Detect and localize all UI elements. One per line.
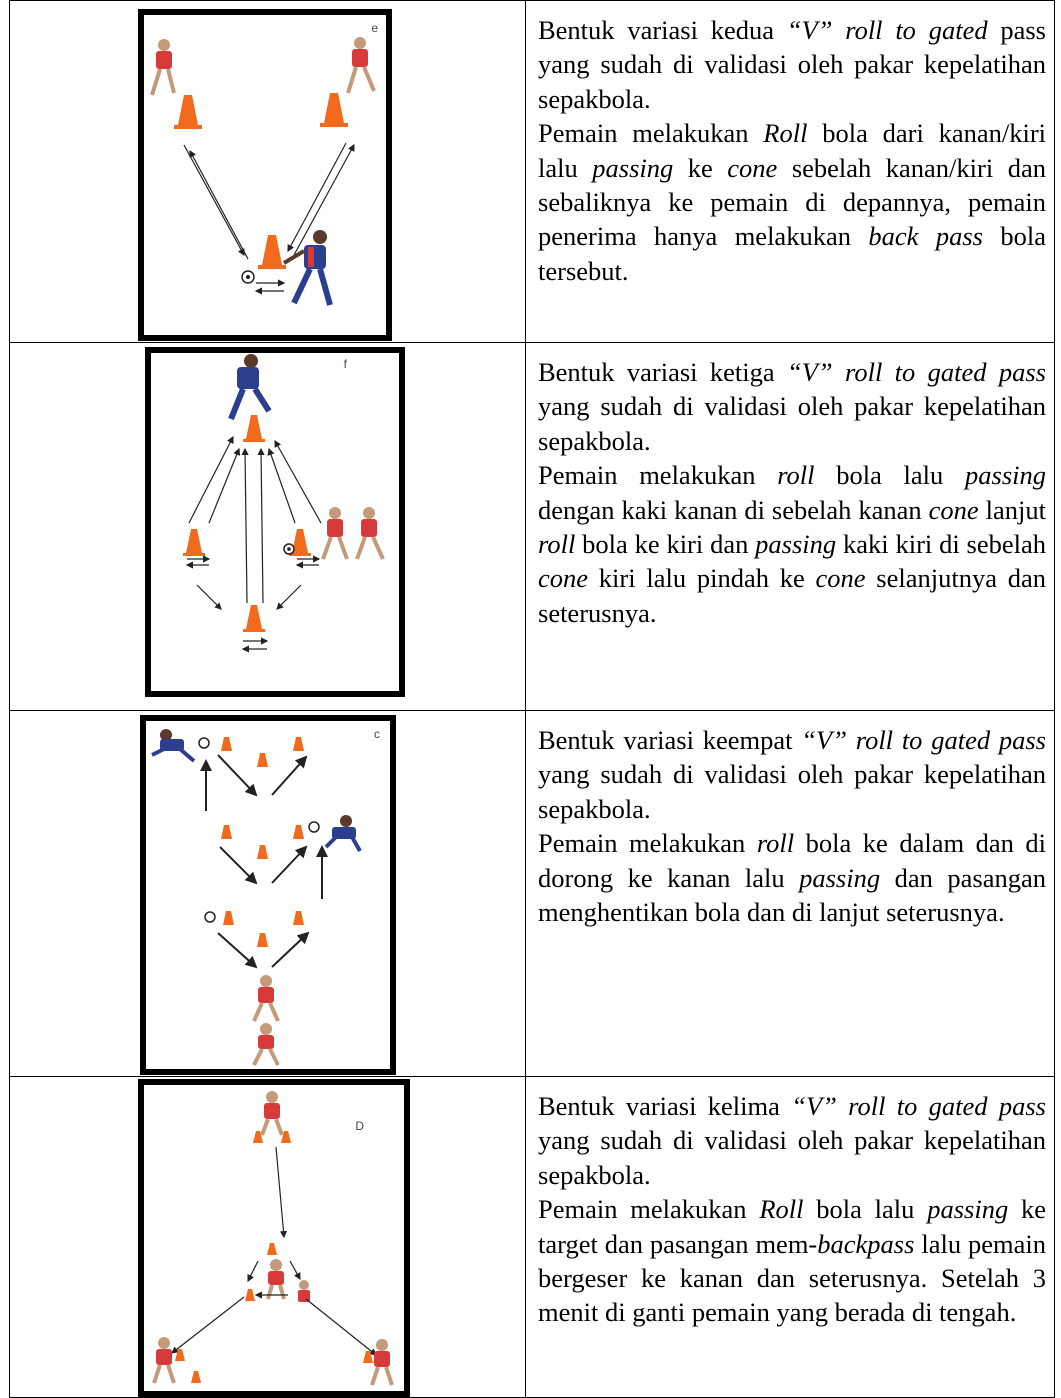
description-cell: Bentuk variasi keempat “V” roll to gated…: [525, 710, 1055, 1077]
ball-icon: [308, 821, 320, 833]
description-body: Pemain melakukan roll bola lalu passing …: [538, 460, 1046, 628]
drill-description: Bentuk variasi kelima “V” roll to gated …: [526, 1077, 1054, 1330]
diagram-drawing: [151, 729, 362, 1066]
description-title: Bentuk variasi keempat “V” roll to gated…: [538, 725, 1046, 824]
drill-diagram-d: D: [138, 1079, 410, 1397]
ball-icon: [241, 270, 255, 284]
cone-icon: [223, 911, 234, 925]
player-icon: [324, 815, 362, 852]
drill-diagram-e: e: [138, 9, 392, 341]
cone-icon: [174, 95, 202, 129]
arrow-icon: [200, 754, 328, 969]
cone-icon: [243, 415, 265, 442]
player-icon: [370, 1339, 394, 1386]
description-title: Bentuk variasi kelima “V” roll to gated …: [538, 1091, 1046, 1190]
diagram-drawing: [183, 354, 385, 653]
description-title: Bentuk variasi kedua “V” roll to gated p…: [538, 15, 1046, 114]
description-body: Pemain melakukan Roll bola dari kanan/ki…: [538, 118, 1047, 286]
figure-cell: f: [9, 342, 526, 711]
description-body: Pemain melakukan roll bola ke dalam dan …: [538, 828, 1047, 928]
ball-icon: [198, 737, 210, 749]
description-cell: Bentuk variasi ketiga “V” roll to gated …: [525, 342, 1055, 711]
figure-cell: e: [9, 0, 526, 343]
cone-icon: [293, 737, 304, 751]
player-icon: [355, 507, 385, 560]
figure-letter: c: [374, 727, 380, 741]
cone-icon: [245, 1289, 255, 1301]
arrow-icon: [171, 1146, 377, 1356]
cone-icon: [175, 1349, 185, 1361]
player-icon: [252, 975, 280, 1022]
cone-icon: [221, 737, 232, 751]
diagram-drawing: [152, 1091, 394, 1386]
cone-icon: [191, 1371, 201, 1383]
cone-icon: [258, 235, 286, 269]
cone-icon: [293, 825, 304, 839]
player-icon: [252, 1023, 280, 1066]
table-row: D: [9, 1076, 1055, 1398]
cone-icon: [289, 529, 311, 556]
player-icon: [150, 39, 176, 96]
drill-description: Bentuk variasi kedua “V” roll to gated p…: [526, 1, 1054, 288]
cone-icon: [221, 825, 232, 839]
figure-letter: f: [343, 357, 347, 371]
drill-description: Bentuk variasi keempat “V” roll to gated…: [526, 711, 1054, 929]
description-cell: Bentuk variasi kedua “V” roll to gated p…: [525, 0, 1055, 343]
player-icon: [266, 1259, 286, 1300]
ball-icon: [283, 543, 295, 555]
table-row: f: [9, 342, 1055, 711]
ball-icon: [204, 911, 216, 923]
cone-icon: [257, 845, 268, 859]
figure-cell: D: [9, 1076, 526, 1398]
drill-description: Bentuk variasi ketiga “V” roll to gated …: [526, 343, 1054, 630]
description-cell: Bentuk variasi kelima “V” roll to gated …: [525, 1076, 1055, 1398]
cone-icon: [243, 605, 265, 632]
player-icon: [298, 1280, 310, 1302]
drill-diagram-c: c: [140, 715, 396, 1075]
player-icon: [260, 1091, 284, 1136]
figure-cell: c: [9, 710, 526, 1077]
cone-icon: [257, 933, 268, 947]
cone-icon: [257, 753, 268, 767]
player-icon: [282, 230, 333, 306]
description-body: Pemain melakukan Roll bola lalu passing …: [538, 1194, 1046, 1328]
player-icon: [152, 1337, 176, 1384]
drill-table: e: [9, 0, 1055, 1398]
figure-letter: e: [371, 21, 378, 35]
cone-icon: [253, 1131, 263, 1143]
player-icon: [321, 507, 349, 560]
cone-icon: [183, 529, 205, 556]
diagram-drawing: [150, 37, 376, 306]
description-title: Bentuk variasi ketiga “V” roll to gated …: [538, 357, 1046, 456]
cone-icon: [267, 1243, 277, 1255]
cone-icon: [281, 1131, 291, 1143]
cone-icon: [363, 1351, 373, 1363]
cone-icon: [320, 93, 348, 127]
cone-icon: [293, 911, 304, 925]
table-row: c: [9, 710, 1055, 1077]
figure-letter: D: [355, 1119, 364, 1133]
player-icon: [228, 354, 272, 421]
arrow-icon: [185, 435, 322, 653]
player-icon: [151, 729, 196, 763]
drill-diagram-f: f: [145, 347, 405, 697]
table-row: e: [9, 0, 1055, 343]
player-icon: [346, 37, 376, 94]
arrow-icon: [183, 142, 355, 295]
